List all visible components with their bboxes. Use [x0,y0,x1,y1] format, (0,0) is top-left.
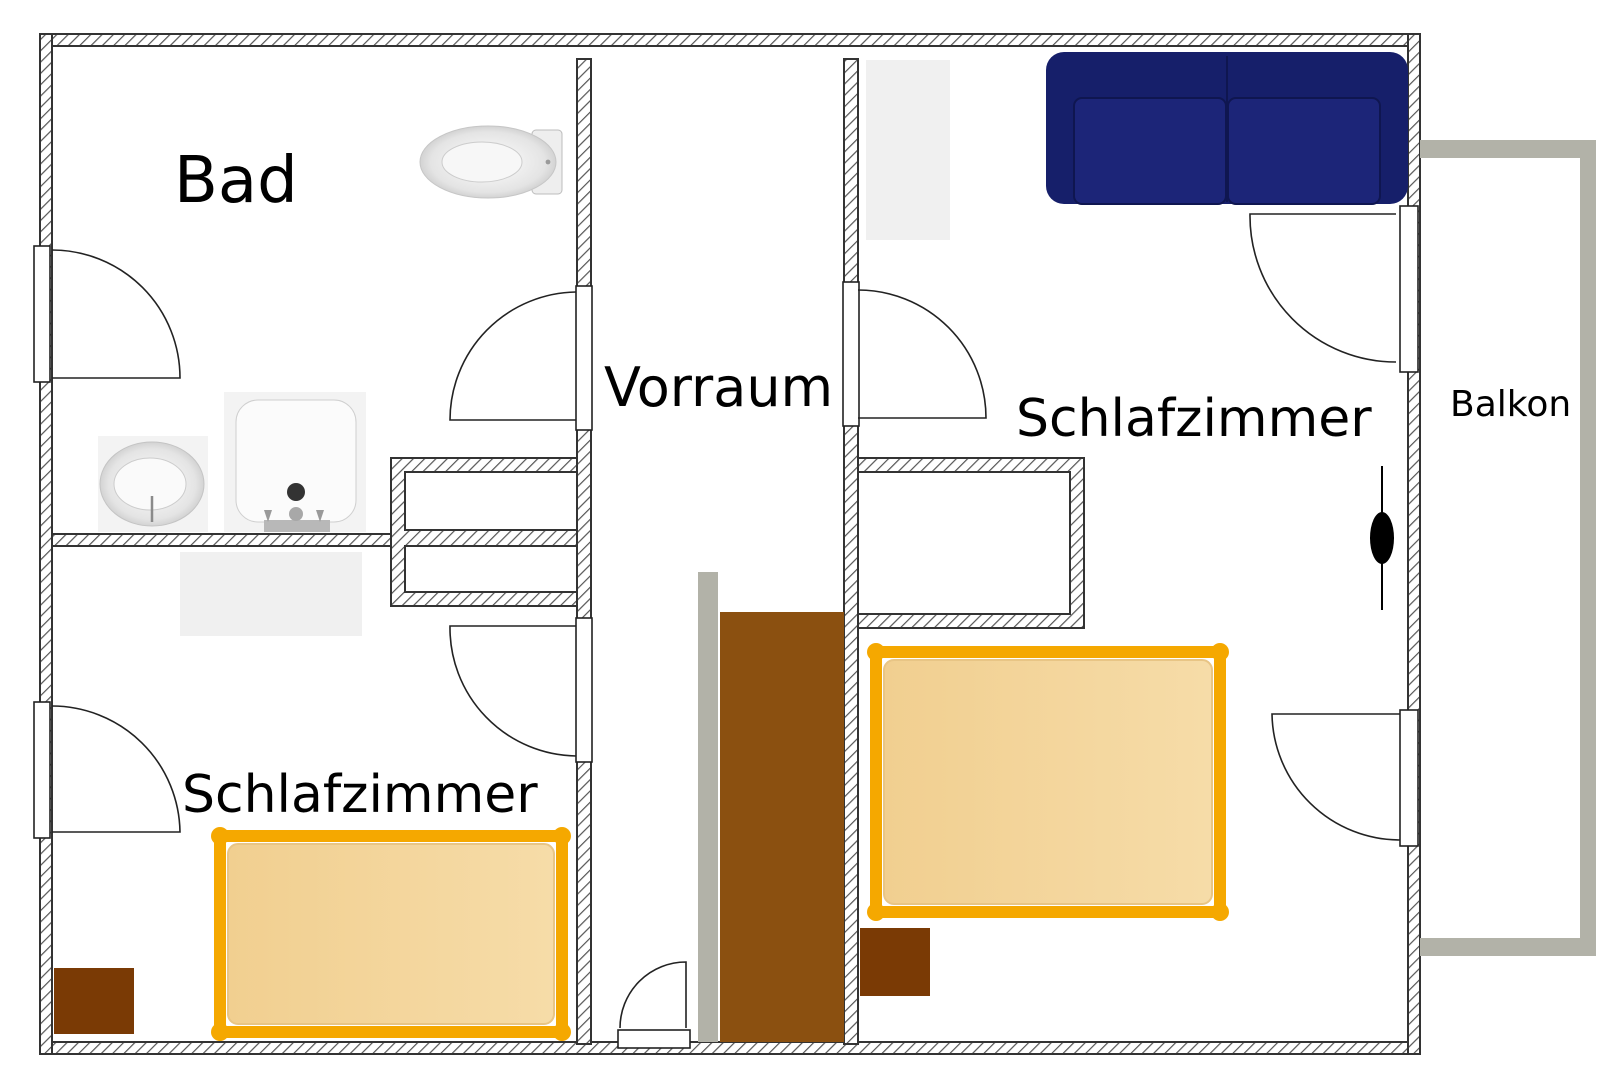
sofa-icon [1046,52,1408,205]
wardrobe-rail-icon [698,572,718,1042]
room-label-balkon: Balkon [1450,384,1571,425]
doors [33,205,1419,1049]
room-label-schlafzimmer-right: Schlafzimmer [1016,389,1372,449]
sink-icon [98,436,208,532]
toilet-icon [419,125,563,199]
shower-icon [224,392,366,532]
room-label-vorraum: Vorraum [604,356,833,419]
bed-right-icon [867,643,1229,921]
washing-machine-icon [180,552,362,636]
cabinet-icon [866,60,950,240]
nightstand-right-icon [860,928,930,996]
balcony-railing [1420,140,1596,956]
room-label-schlafzimmer-left: Schlafzimmer [182,765,538,825]
wardrobe-icon [720,612,844,1042]
room-label-bad: Bad [174,144,298,218]
nightstand-left-icon [54,968,134,1034]
bed-left-icon [211,827,571,1041]
plant-icon [1370,466,1394,610]
